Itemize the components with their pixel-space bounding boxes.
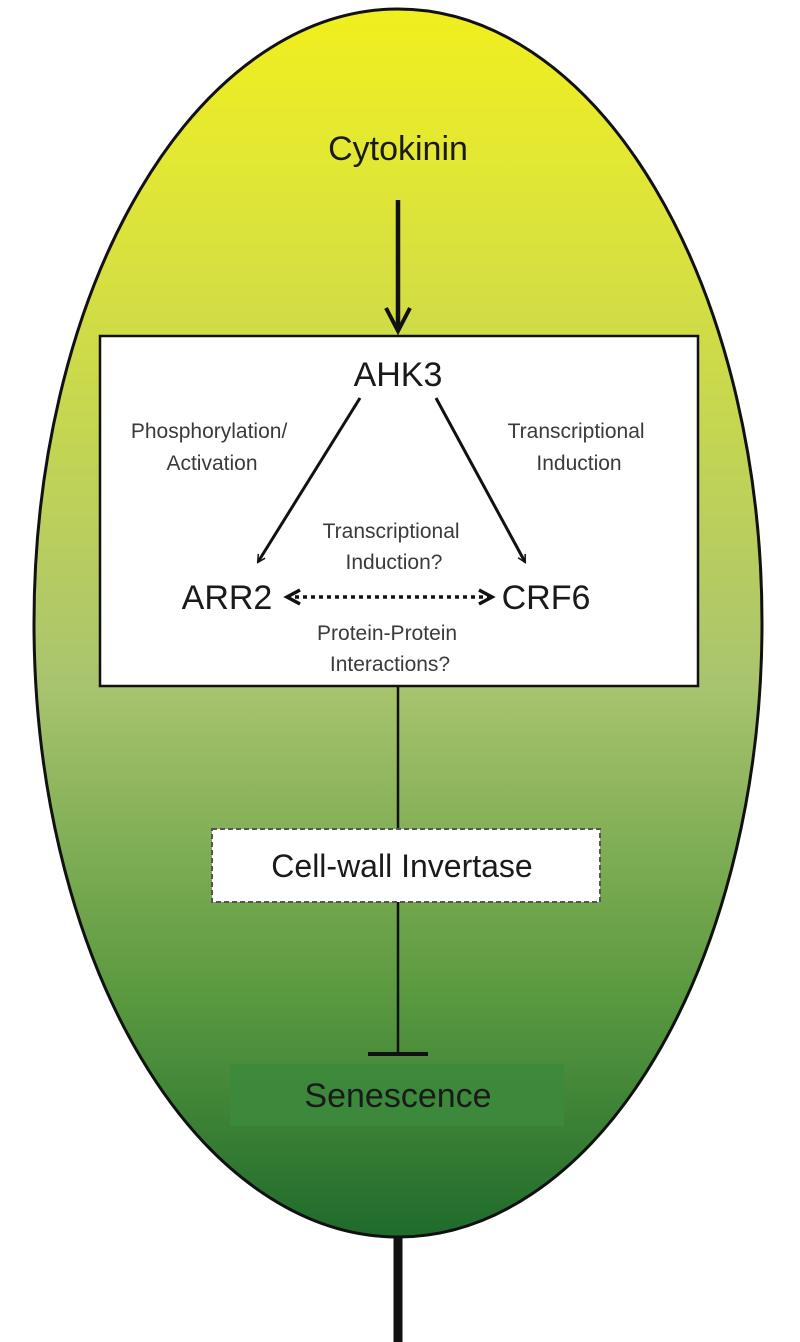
invertase-box bbox=[211, 828, 601, 903]
senescence-label: Senescence bbox=[304, 1077, 491, 1115]
arrow-ahk3-arr2 bbox=[256, 397, 362, 562]
crf6-label: CRF6 bbox=[502, 579, 591, 617]
protein-interactions-label: Protein-Protein Interactions? bbox=[317, 622, 463, 676]
arr2-label: ARR2 bbox=[182, 579, 273, 617]
cytokinin-label: Cytokinin bbox=[328, 130, 468, 168]
invertase-label: Cell-wall Invertase bbox=[271, 848, 532, 884]
phosphorylation-label: Phosphorylation/ Activation bbox=[131, 420, 293, 475]
senescence-band bbox=[230, 1064, 564, 1126]
signaling-box bbox=[98, 334, 700, 688]
transcriptional-induction-label: Transcriptional Induction bbox=[508, 420, 651, 475]
arrow-ahk3-crf6 bbox=[434, 397, 527, 562]
ahk3-label: AHK3 bbox=[354, 356, 443, 394]
transcriptional-induction-question-label: Transcriptional Induction? bbox=[323, 520, 466, 574]
